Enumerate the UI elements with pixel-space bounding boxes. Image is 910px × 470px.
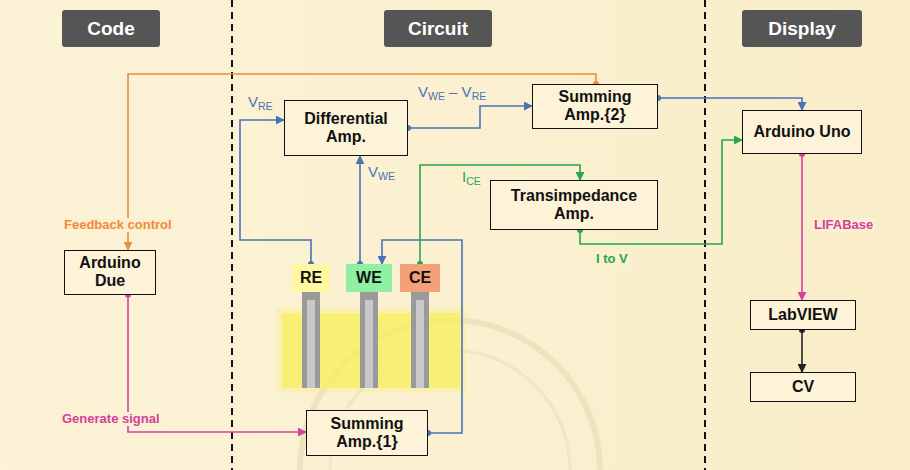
signal-connector (382, 240, 462, 433)
amplifier-box: Summing Amp.{2} (532, 84, 658, 129)
section-divider (704, 0, 706, 470)
node-label: Summing Amp.{1} (313, 415, 421, 452)
electrode-trace (365, 300, 373, 388)
signal-label: VWE – VRE (416, 84, 488, 102)
signal-label: VWE (366, 164, 397, 182)
amplifier-box: Summing Amp.{1} (306, 410, 428, 456)
node-label: WE (356, 269, 382, 287)
electrode-trace (307, 300, 315, 388)
amplifier-box: Differential Amp. (284, 100, 408, 156)
output-box: CV (750, 372, 856, 402)
section-header: Circuit (384, 10, 492, 47)
board-box: Arduino Uno (742, 110, 862, 154)
section-header: Code (62, 10, 160, 47)
electrode-trace (411, 290, 429, 388)
signal-label: VRE (246, 94, 275, 112)
node-label: Transimpedance Amp. (497, 187, 651, 224)
signal-label: Feedback control (62, 218, 174, 232)
electrode-pad: RE (292, 264, 330, 292)
node-label: CV (792, 378, 814, 396)
signal-label: Generate signal (60, 412, 162, 426)
amplifier-box: Transimpedance Amp. (490, 180, 658, 230)
node-label: Circuit (408, 18, 468, 40)
electrode-trace (302, 290, 320, 388)
node-label: Code (87, 18, 135, 40)
node-label: Arduino Uno (754, 123, 851, 141)
section-divider (231, 0, 233, 470)
signal-connector (801, 330, 803, 372)
signal-connector (359, 156, 361, 264)
signal-label: I to V (594, 252, 630, 266)
electrode-trace (360, 290, 378, 388)
node-label: LabVIEW (768, 306, 837, 324)
node-label: Differential Amp. (291, 110, 401, 147)
electrode-pad: CE (400, 264, 440, 292)
node-label: RE (300, 269, 322, 287)
signal-label: LIFABase (812, 218, 875, 232)
node-label: Display (768, 18, 836, 40)
node-label: Arduino Due (71, 254, 149, 291)
electrode-trace (416, 300, 424, 388)
board-box: Arduino Due (64, 250, 156, 295)
node-label: Summing Amp.{2} (539, 88, 651, 125)
section-header: Display (742, 10, 862, 47)
node-label: CE (409, 269, 431, 287)
electrode-pad: WE (346, 264, 392, 292)
software-box: LabVIEW (750, 300, 856, 330)
signal-connector (801, 154, 803, 300)
signal-label: ICE (460, 169, 483, 187)
signal-connector (408, 106, 532, 128)
signal-connector (658, 98, 802, 110)
